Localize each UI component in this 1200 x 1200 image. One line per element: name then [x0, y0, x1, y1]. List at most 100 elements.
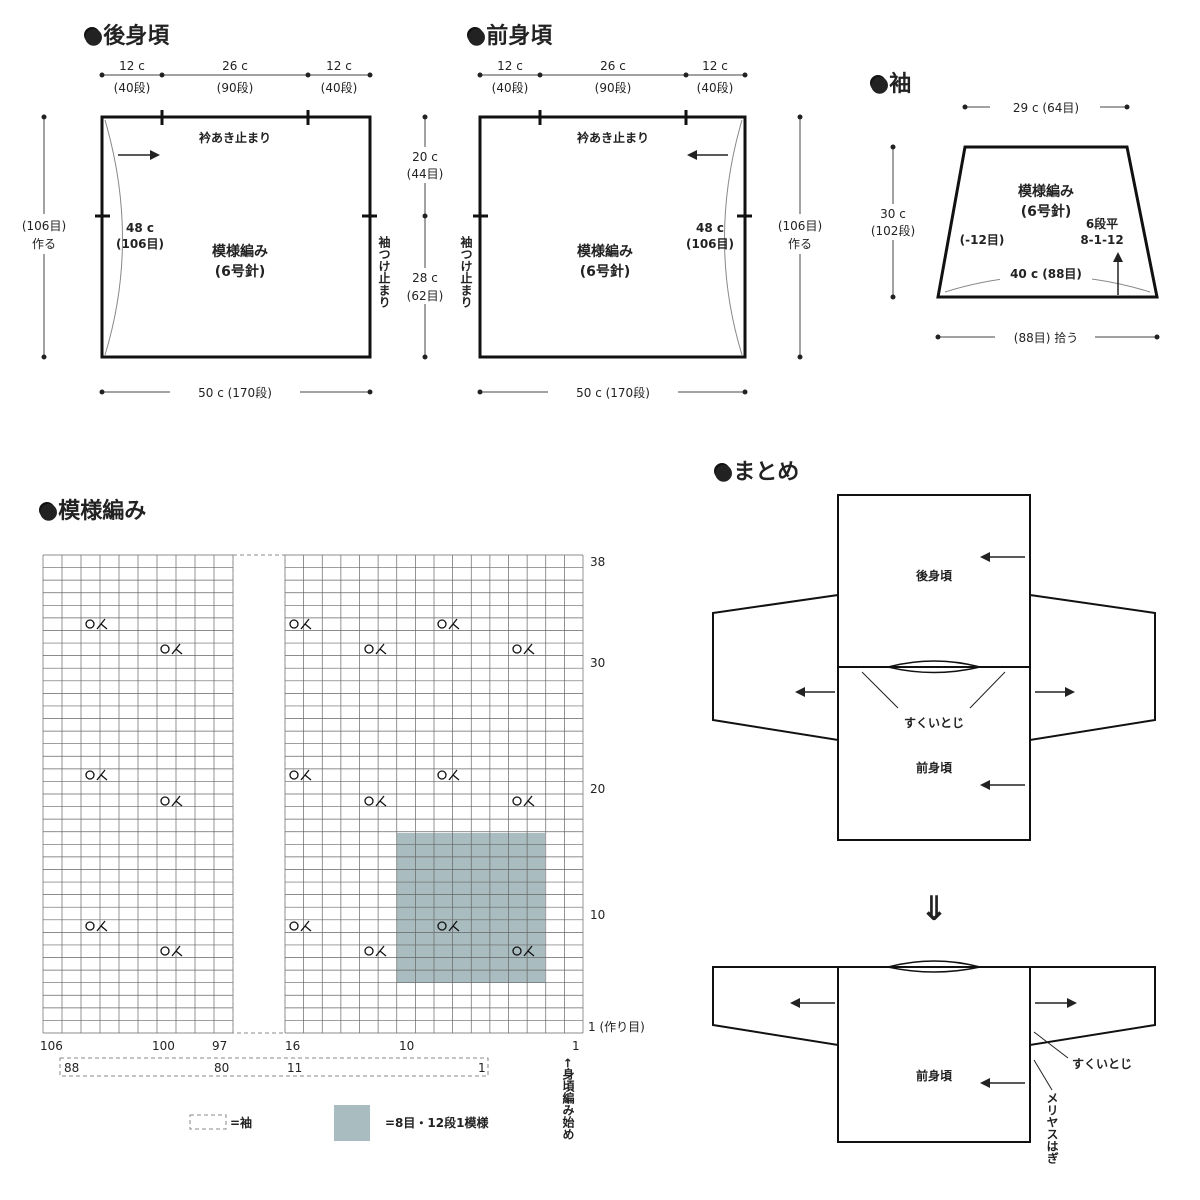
col-label: 97: [212, 1039, 227, 1053]
middle-dims: 20 c (44目) 28 c (62目): [398, 114, 452, 360]
decrease-symbol: [171, 643, 183, 655]
yarn-over-symbol: [512, 796, 522, 806]
dim-label: 28 c: [412, 271, 438, 285]
decrease-symbol: [523, 643, 535, 655]
yarn-over-symbol: [289, 921, 299, 931]
yarn-over-symbol: [289, 770, 299, 780]
start-note: ←身頃編み始め: [561, 1058, 575, 1140]
row-label: 30: [590, 656, 605, 670]
yarn-over-symbol: [364, 644, 374, 654]
col-label: 10: [399, 1039, 414, 1053]
dim-label: (40段): [492, 80, 529, 95]
bottom-dim-label: 50 c (170段): [198, 385, 272, 400]
row-label: 20: [590, 782, 605, 796]
sleeve-height: 30 c: [880, 207, 906, 221]
pattern-label: 模様編み: [577, 243, 633, 260]
row-label: 1 (作り目): [588, 1020, 645, 1034]
col-label: 106: [40, 1039, 63, 1053]
back-panel: [100, 115, 372, 359]
dim-label: (62目): [407, 289, 444, 303]
sleeve-bottom-dim: 40 c (88目): [1010, 267, 1082, 281]
omitted-columns: [232, 554, 286, 1034]
down-arrow-icon: ⇓: [920, 889, 949, 929]
sleeve-top-dim: 29 c (64目): [1013, 101, 1079, 115]
chart-title: ●模様編み: [39, 498, 146, 524]
row-label: 38: [590, 555, 605, 569]
decrease-symbol: [523, 945, 535, 957]
back-label: 後身頃: [916, 568, 953, 583]
yarn-over-symbol: [160, 796, 170, 806]
decrease-rule: 6段平: [1086, 216, 1118, 231]
dim-label: (90段): [217, 80, 254, 95]
needle-label: (6号針): [215, 263, 266, 280]
inner-height-sts: (106目): [686, 237, 734, 251]
decrease-rule: 8-1-12: [1080, 233, 1123, 247]
dim-label: 12 c: [326, 59, 352, 73]
inner-height-label: 48 c: [126, 221, 154, 235]
cast-on-label: (106目): [22, 219, 66, 233]
front-panel: [478, 115, 747, 359]
yarn-over-symbol: [85, 619, 95, 629]
decrease-symbol: [375, 945, 387, 957]
dim-label: 12 c: [702, 59, 728, 73]
chart-grid-left: [42, 554, 234, 1034]
pattern-label: 模様編み: [212, 243, 268, 260]
front-body-section: ●前身頃 12 c (40段) 26 c (90段) 12 c (40段) 衿あ…: [459, 23, 830, 400]
yarn-over-symbol: [289, 619, 299, 629]
dim-label: 12 c: [497, 59, 523, 73]
legend-repeat-swatch: [334, 1105, 370, 1141]
sleeve-height-rows: (102段): [871, 223, 915, 238]
yarn-over-symbol: [512, 644, 522, 654]
yarn-over-symbol: [364, 796, 374, 806]
yarn-over-symbol: [437, 619, 447, 629]
decrease-symbol: [171, 795, 183, 807]
decrease-symbol: [300, 618, 312, 630]
assembled-sweater: [837, 966, 1031, 1143]
chart-grid-right: [284, 554, 584, 1034]
front-label: 前身頃: [916, 760, 953, 775]
dim-label: 26 c: [222, 59, 248, 73]
yarn-over-symbol: [85, 770, 95, 780]
yarn-over-symbol: [437, 921, 447, 931]
right-sleeve: [1029, 593, 1156, 742]
yarn-over-symbol: [364, 946, 374, 956]
legend-sleeve-swatch: [189, 1114, 227, 1130]
sleeve-range-box: [59, 1057, 489, 1077]
sleeve-col-label: 80: [214, 1061, 229, 1075]
seam-label: すくいとじ: [1072, 1057, 1132, 1071]
bottom-dim-label: 50 c (170段): [576, 385, 650, 400]
yarn-over-symbol: [160, 946, 170, 956]
dim-label: (40段): [114, 80, 151, 95]
graft-label: メリヤスはぎ: [1045, 1092, 1059, 1164]
neck-opening: [887, 960, 981, 973]
sleeve-stop-label: 袖つけ止まり: [459, 235, 473, 308]
cast-on-label: 作る: [788, 237, 812, 251]
neck-opening: [887, 660, 981, 674]
yarn-over-symbol: [437, 770, 447, 780]
left-sleeve: [712, 593, 839, 742]
assembly-section: ●まとめ 後身頃 すくいとじ 前身頃 ⇓: [712, 460, 1156, 1164]
sleeve-panel: [936, 145, 1159, 299]
dim-label: (40段): [321, 80, 358, 95]
bullet-icon: [467, 27, 483, 43]
decrease-symbol: [300, 769, 312, 781]
right-sleeve: [1029, 966, 1156, 1047]
collar-stop-label: 衿あき止まり: [577, 130, 649, 145]
decrease-symbol: [523, 795, 535, 807]
back-body-section: ●後身頃 12 c (40段) 26 c (90段) 12 c (40段) 衿あ…: [14, 23, 391, 400]
front-title: ●前身頃: [467, 23, 553, 49]
decrease-symbol: [375, 795, 387, 807]
needle-label: (6号針): [580, 263, 631, 280]
col-label: 100: [152, 1039, 175, 1053]
seam-label: すくいとじ: [904, 716, 964, 730]
inner-height-sts: (106目): [116, 237, 164, 251]
sleeve-col-label: 1: [478, 1061, 486, 1075]
decrease-symbol: [448, 618, 460, 630]
row-label: 10: [590, 908, 605, 922]
legend-repeat-label: =8目・12段1模様: [385, 1115, 489, 1130]
decrease-symbol: [448, 920, 460, 932]
decrease-symbol: [96, 769, 108, 781]
dim-label: 12 c: [119, 59, 145, 73]
decrease-symbol: [375, 643, 387, 655]
